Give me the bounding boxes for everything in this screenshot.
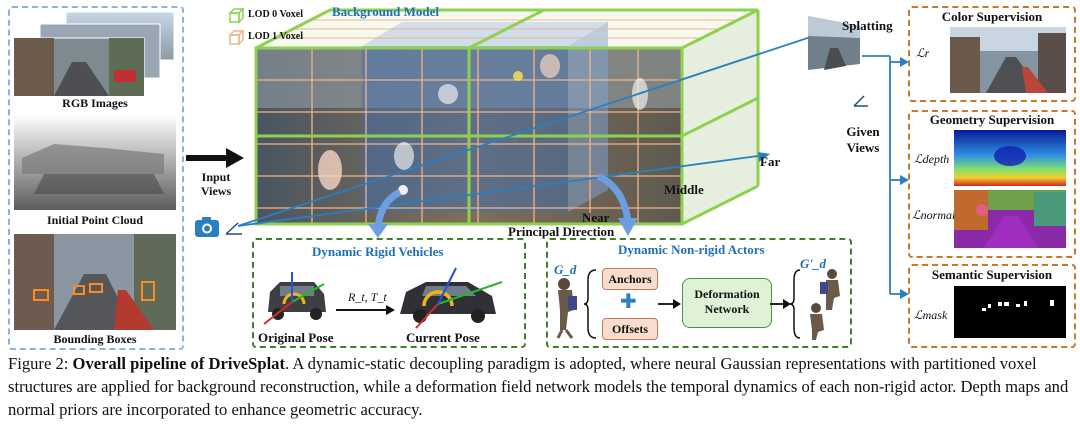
color-supervision-image (950, 27, 1066, 93)
offsets-box: Offsets (602, 318, 658, 340)
input-views-label: Input Views (200, 170, 232, 198)
background-model-voxel-grid (238, 8, 818, 227)
input-panel (8, 6, 184, 350)
deformation-network-box: Deformation Network (682, 278, 772, 328)
splatting-view-image (808, 16, 860, 70)
geometry-supervision-title: Geometry Supervision (929, 112, 1055, 127)
color-supervision-title: Color Supervision (941, 9, 1043, 24)
caption-rest: . A dynamic-static decoupling paradigm i… (8, 354, 1069, 419)
rigid-vehicles-panel (252, 238, 526, 348)
current-pose-label: Current Pose (406, 330, 480, 345)
plus-icon: ✚ (620, 289, 637, 313)
given-views-label: Given Views (846, 124, 880, 155)
lod1-label: LOD 1 Voxel (248, 31, 304, 42)
input-arrow (186, 148, 244, 168)
figure-caption: Figure 2: Overall pipeline of DriveSplat… (8, 352, 1074, 421)
anchors-box: Anchors (602, 268, 658, 290)
color-loss-label: ℒr (916, 46, 930, 60)
caption-bold: Overall pipeline of DriveSplat (72, 354, 286, 373)
gd-prime-label: G'_d (800, 256, 826, 271)
normal-loss-label: ℒnormal (912, 208, 956, 222)
nonrigid-actors-panel (546, 238, 852, 348)
splatting-label: Splatting (842, 18, 893, 33)
rgb-images-thumbnail (14, 11, 175, 96)
bounding-boxes-label: Bounding Boxes (53, 332, 137, 346)
depth-loss-label: ℒdepth (914, 152, 950, 166)
point-cloud-label: Initial Point Cloud (46, 213, 144, 227)
pedestrian-deformed-icon (810, 269, 840, 340)
point-cloud-thumbnail (14, 114, 176, 210)
normal-map-image (954, 190, 1066, 248)
transform-label: R_t, T_t (348, 290, 387, 304)
to-rigid-arrow (368, 188, 402, 238)
current-pose-car (400, 267, 503, 329)
deformation-network-label: Deformation Network (694, 287, 760, 316)
camera-icon (195, 217, 219, 237)
caption-prefix: Figure 2: (8, 354, 73, 373)
left-brace (584, 269, 597, 339)
given-view-angle-icon (853, 95, 868, 107)
lod0-label: LOD 0 Voxel (248, 9, 304, 20)
to-nonrigid-arrow (596, 172, 638, 236)
principal-direction-label: Principal Direction (508, 224, 615, 239)
right-brace (790, 269, 801, 339)
mask-loss-label: ℒmask (914, 308, 948, 322)
bounding-boxes-thumbnail (14, 234, 176, 330)
semantic-mask-image (954, 286, 1066, 338)
nonrigid-actors-title: Dynamic Non-rigid Actors (618, 242, 765, 257)
pedestrian-icon (556, 278, 577, 339)
color-supervision-panel (908, 6, 1076, 102)
original-pose-car (263, 272, 326, 325)
rgb-images-label: RGB Images (62, 96, 128, 110)
to-network-arrow (658, 299, 681, 309)
supervision-connectors (862, 55, 909, 299)
background-model-title: Background Model (332, 4, 440, 19)
semantic-supervision-panel (908, 264, 1076, 348)
from-network-arrow (770, 299, 791, 309)
depth-far-label: Far (760, 154, 781, 169)
lod0-voxel-icon (228, 8, 244, 24)
transform-arrow (336, 305, 395, 315)
depth-map-image (954, 130, 1066, 186)
semantic-supervision-title: Semantic Supervision (931, 267, 1053, 282)
depth-near-label: Near (582, 210, 610, 225)
gd-label: G_d (554, 262, 577, 277)
geometry-supervision-panel (908, 110, 1076, 258)
original-pose-label: Original Pose (258, 330, 334, 345)
view-angle-icon (225, 222, 242, 235)
depth-middle-label: Middle (664, 182, 704, 197)
rigid-vehicles-title: Dynamic Rigid Vehicles (312, 244, 444, 259)
lod1-voxel-icon (228, 30, 244, 46)
